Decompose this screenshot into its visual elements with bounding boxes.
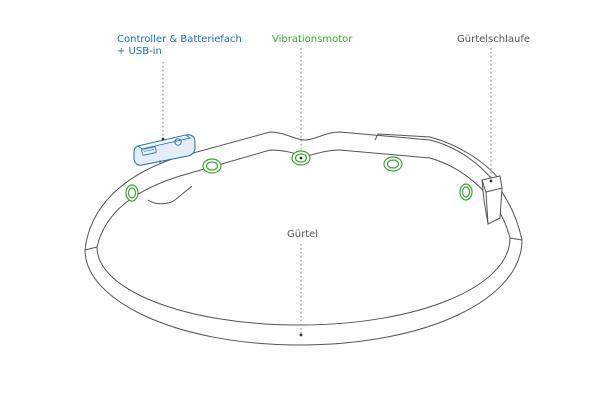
controller-housing	[133, 134, 196, 166]
controller-label: Controller & Batteriefach + USB-in	[117, 34, 242, 58]
belt-lower-inner	[96, 237, 511, 326]
belt-label: Gürtel	[287, 229, 319, 240]
controller-label-line2: + USB-in	[117, 46, 162, 57]
belt-inner-fold	[147, 185, 193, 205]
belt-edge-left	[84, 246, 98, 251]
vibration-motors	[125, 150, 473, 202]
vibration-motor-label: Vibrationsmotor	[272, 34, 353, 45]
leader-lines	[162, 48, 492, 334]
leader-dots	[161, 137, 493, 337]
controller-label-line1: Controller & Batteriefach	[117, 34, 242, 45]
belt-edge-right	[509, 237, 523, 241]
power-button-icon	[174, 138, 182, 146]
vibration-motor	[459, 183, 473, 201]
belt-loop-label: Gürtelschlaufe	[457, 34, 531, 45]
vibration-motor	[383, 156, 403, 172]
controller-box	[133, 134, 196, 166]
belt-outer-top-edge	[84, 131, 523, 251]
belt-lower-outer	[84, 239, 523, 346]
vibration-motor	[202, 158, 222, 174]
vibration-motor	[125, 184, 139, 202]
belt	[84, 131, 523, 346]
back-strip	[374, 133, 501, 181]
usb-port-icon	[141, 146, 157, 156]
belt-loop-shape	[481, 175, 503, 225]
